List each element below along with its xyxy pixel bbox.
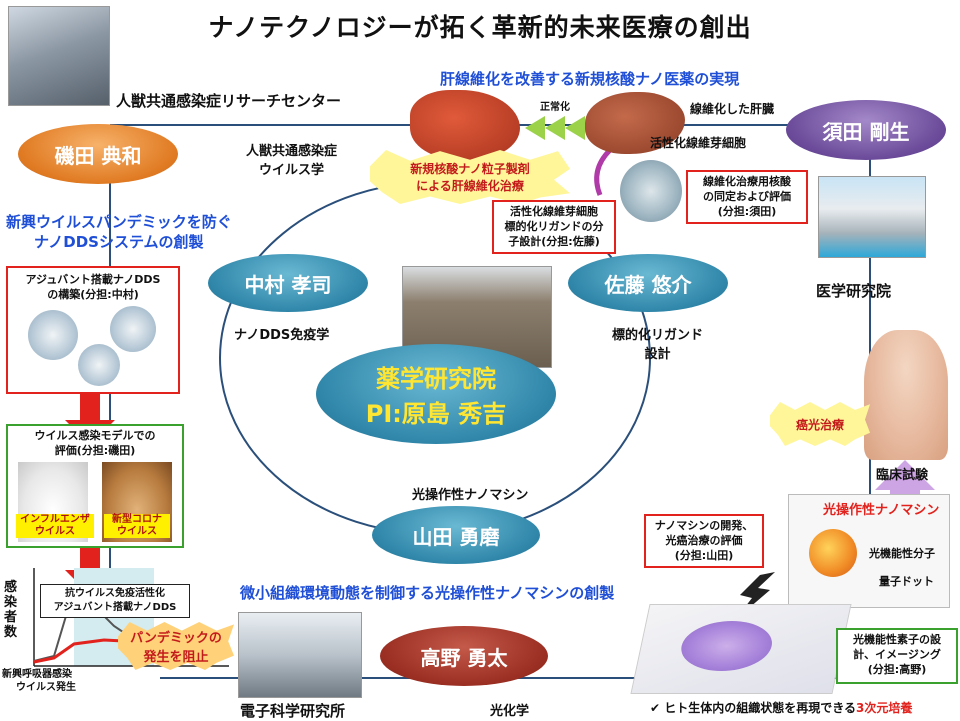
field-isoda-line1: 人獣共通感染症 <box>246 140 337 159</box>
building-photo-electronics <box>238 612 362 698</box>
field-sato: 標的化リガンド 設計 <box>612 324 703 362</box>
dev-line1: ナノマシンの開発、 <box>646 518 762 533</box>
model-line1: ウイルス感染モデルでの <box>8 428 182 443</box>
culture-highlight: 3次元培養 <box>856 701 912 715</box>
identify-line3: (分担:須田) <box>688 204 806 219</box>
theme-photo: 微小組織環境動態を制御する光操作性ナノマシンの創製 <box>240 582 614 603</box>
person-takano: 高野 勇太 <box>380 626 548 686</box>
culture-caption: ✔ ヒト生体内の組織状態を再現できる3次元培養 <box>650 699 912 716</box>
center-institute: 薬学研究院 <box>366 359 506 394</box>
center-pi: 薬学研究院 PI:原島 秀吉 <box>316 344 556 444</box>
covid-line2: ウイルス <box>104 526 170 538</box>
building-photo-medicine <box>818 176 926 258</box>
person-sato: 佐藤 悠介 <box>568 254 728 312</box>
pandemic-burst-line2: 発生を阻止 <box>130 646 222 665</box>
nanoparticle-2 <box>110 306 156 352</box>
chart-x-line1: 新興呼吸器感染 <box>2 668 76 681</box>
dev-line2: 光癌治療の評価 <box>646 533 762 548</box>
influenza-line1: インフルエンザ <box>16 514 94 526</box>
center-pi-name: PI:原島 秀吉 <box>366 394 506 429</box>
ligand-box: 活性化線維芽細胞 標的化リガンドの分 子設計(分担:佐藤) <box>492 200 616 254</box>
nanomachine-panel: 光操作性ナノマシン 光機能性分子 量子ドット <box>788 494 950 608</box>
chart-box: 抗ウイルス免疫活性化 アジュバント搭載ナノDDS <box>40 584 190 618</box>
chart-y-axis: 感染者数 <box>4 580 20 640</box>
nanomachine-dev-box: ナノマシンの開発、 光癌治療の評価 (分担:山田) <box>644 514 764 568</box>
imaging-line1: 光機能性素子の設 <box>838 632 956 647</box>
ligand-line2: 標的化リガンドの分 <box>494 219 614 234</box>
person-isoda: 磯田 典和 <box>18 124 178 184</box>
normalize-arrow <box>525 116 545 140</box>
institute-electronics: 電子科学研究所 <box>240 700 345 721</box>
field-nakamura: ナノDDS免疫学 <box>234 324 329 343</box>
pandemic-burst-line1: パンデミックの <box>130 627 222 646</box>
theme-liver: 肝線維化を改善する新規核酸ナノ医薬の実現 <box>440 68 739 89</box>
imaging-line3: (分担:高野) <box>838 662 956 677</box>
ligand-line1: 活性化線維芽細胞 <box>494 204 614 219</box>
nanoparticle-1 <box>28 310 78 360</box>
person-nakamura: 中村 孝司 <box>208 254 368 312</box>
identify-box: 線維化治療用核酸 の同定および評価 (分担:須田) <box>686 170 808 224</box>
dev-line3: (分担:山田) <box>646 548 762 563</box>
person-yamada: 山田 勇磨 <box>372 506 540 564</box>
field-isoda: 人獣共通感染症 ウイルス学 <box>246 140 337 178</box>
field-sato-line1: 標的化リガンド <box>612 324 703 343</box>
human-body <box>864 330 948 460</box>
chart-x-axis: 新興呼吸器感染 ウイルス発生 <box>2 668 76 694</box>
nanomachine-title: 光操作性ナノマシン <box>823 499 939 518</box>
ligand-line3: 子設計(分担:佐藤) <box>494 234 614 249</box>
imaging-box: 光機能性素子の設 計、イメージング (分担:高野) <box>836 628 958 684</box>
model-line2: 評価(分担:磯田) <box>8 443 182 458</box>
field-yamada: 光操作性ナノマシン <box>412 484 528 503</box>
adjuvant-line1: アジュバント搭載ナノDDS <box>8 272 178 287</box>
theme-virus-line2: ナノDDSシステムの創製 <box>6 232 232 252</box>
covid-line1: 新型コロナ <box>104 514 170 526</box>
chart-box-line2: アジュバント搭載ナノDDS <box>41 601 189 615</box>
liver-burst-line1: 新規核酸ナノ粒子製剤 <box>410 160 529 177</box>
person-suda: 須田 剛生 <box>786 100 946 160</box>
influenza-label: インフルエンザ ウイルス <box>16 514 94 538</box>
adjuvant-box: アジュバント搭載ナノDDS の構築(分担:中村) <box>6 266 180 394</box>
quantum-dot-label: 量子ドット <box>879 573 934 589</box>
institute-medicine: 医学研究院 <box>816 280 891 301</box>
field-takano: 光化学 <box>490 700 529 719</box>
theme-virus: 新興ウイルスパンデミックを防ぐ ナノDDSシステムの創製 <box>6 212 232 252</box>
nanoparticle-3 <box>78 344 120 386</box>
quantum-dot-sphere <box>809 529 857 577</box>
liver-burst-line2: による肝線維化治療 <box>410 177 529 194</box>
identify-line1: 線維化治療用核酸 <box>688 174 806 189</box>
nanoparticle <box>620 160 682 222</box>
chart-box-line1: 抗ウイルス免疫活性化 <box>41 587 189 601</box>
identify-line2: の同定および評価 <box>688 189 806 204</box>
stellate-label: 活性化線維芽細胞 <box>650 134 746 151</box>
theme-virus-line1: 新興ウイルスパンデミックを防ぐ <box>6 212 232 232</box>
field-sato-line2: 設計 <box>612 343 703 362</box>
model-box: ウイルス感染モデルでの 評価(分担:磯田) インフルエンザ ウイルス 新型コロナ… <box>6 424 184 548</box>
culture-prefix: ✔ ヒト生体内の組織状態を再現できる <box>650 701 856 715</box>
institute-zoonosis: 人獣共通感染症リサーチセンター <box>116 90 341 111</box>
covid-label: 新型コロナ ウイルス <box>104 514 170 538</box>
chart-x-line2: ウイルス発生 <box>2 681 76 694</box>
normalize-label: 正常化 <box>540 98 570 113</box>
field-clinical: 臨床試験 <box>876 464 928 483</box>
fibrotic-liver-label: 線維化した肝臓 <box>690 100 774 117</box>
culture-plate <box>630 604 851 694</box>
field-isoda-line2: ウイルス学 <box>246 159 337 178</box>
building-photo-zoonosis <box>8 6 110 106</box>
influenza-line2: ウイルス <box>16 526 94 538</box>
tissue-culture <box>676 621 777 671</box>
adjuvant-line2: の構築(分担:中村) <box>8 287 178 302</box>
functional-molecule-label: 光機能性分子 <box>869 545 935 561</box>
imaging-line2: 計、イメージング <box>838 647 956 662</box>
